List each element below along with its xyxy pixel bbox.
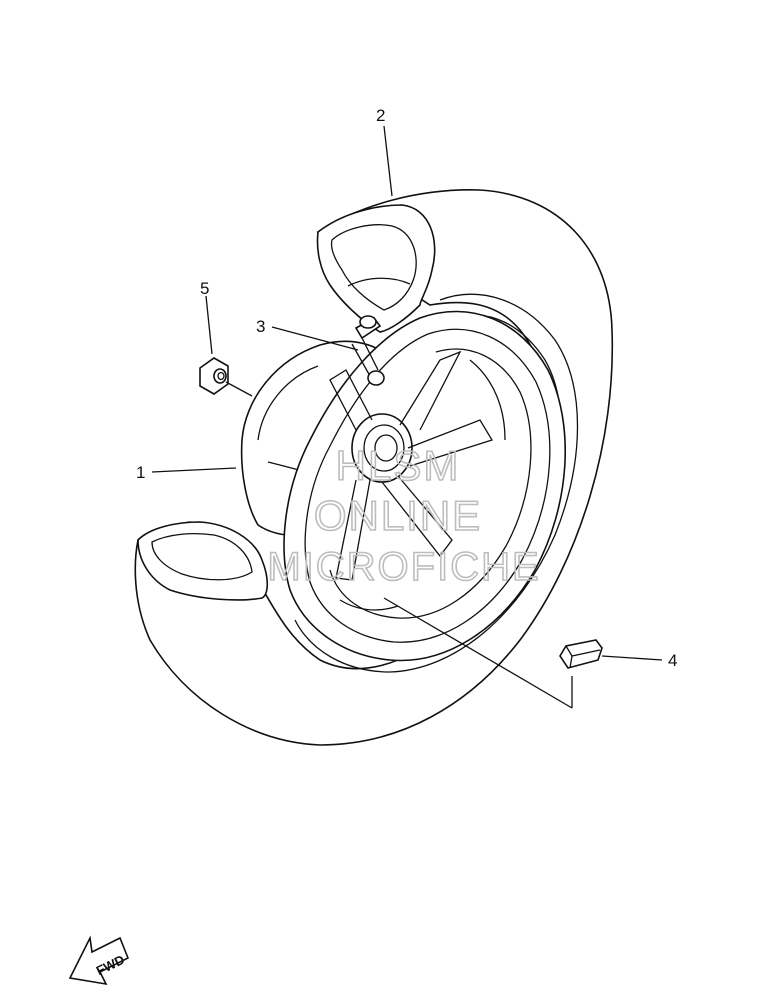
- watermark-line-1: HLSM: [336, 442, 461, 489]
- nut[interactable]: [199, 357, 229, 395]
- tire-valve[interactable]: [351, 315, 385, 386]
- callout-4: 4: [668, 651, 677, 670]
- balance-weight[interactable]: [559, 639, 603, 669]
- watermark: HLSM ONLINE MICROFICHE: [267, 441, 540, 590]
- callout-3: 3: [256, 317, 265, 336]
- leader-lines: [151, 125, 663, 709]
- callout-1: 1: [136, 463, 145, 482]
- wheel-rim[interactable]: [240, 310, 566, 662]
- watermark-line-2: ONLINE: [314, 492, 482, 539]
- forward-arrow-icon: FWD: [68, 935, 130, 986]
- callout-5: 5: [200, 279, 209, 298]
- callout-2: 2: [376, 106, 385, 125]
- watermark-line-3: MICROFICHE: [267, 545, 540, 589]
